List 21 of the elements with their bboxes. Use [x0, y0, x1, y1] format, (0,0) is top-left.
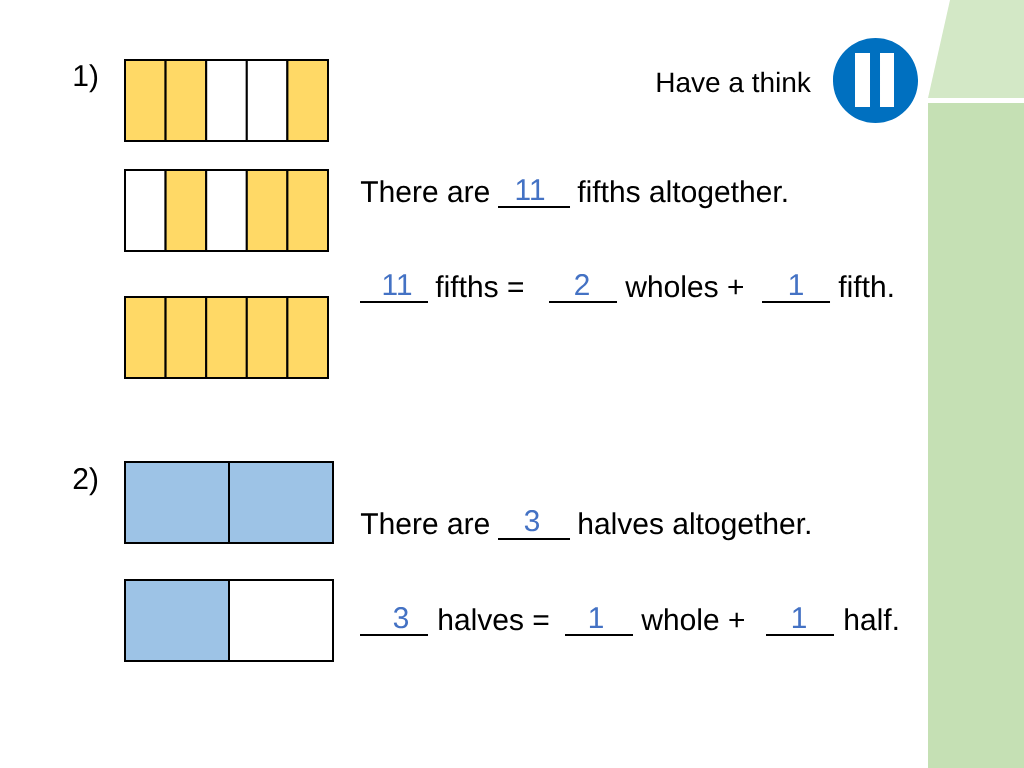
sentence-text: halves altogether. [579, 512, 810, 541]
answer-number: 3 [393, 607, 409, 629]
answer-number: 1 [789, 274, 803, 295]
answer-number: 11 [383, 274, 412, 295]
answer-number: 2 [575, 274, 589, 295]
sentence-text: There are [360, 512, 489, 535]
question-number: 2) [73, 467, 98, 496]
sentence-text: half. [845, 608, 898, 631]
sentence-text: wholes + [625, 275, 743, 298]
sentence-text: fifths = [435, 275, 523, 298]
sentence-text: whole + [641, 608, 744, 631]
answer-number: 1 [589, 607, 603, 628]
answer-number: 1 [792, 607, 806, 628]
question-number: 1) [74, 64, 98, 93]
sentence-text: fifth. [838, 275, 893, 298]
answer-number: 11 [516, 179, 545, 200]
sentence-text: halves = [439, 608, 549, 631]
prompt-text: Have a think [657, 71, 811, 93]
sentence-text: There are [360, 180, 489, 203]
answer-number: 3 [524, 510, 540, 532]
sentence-text: fifths altogether. [577, 180, 787, 209]
